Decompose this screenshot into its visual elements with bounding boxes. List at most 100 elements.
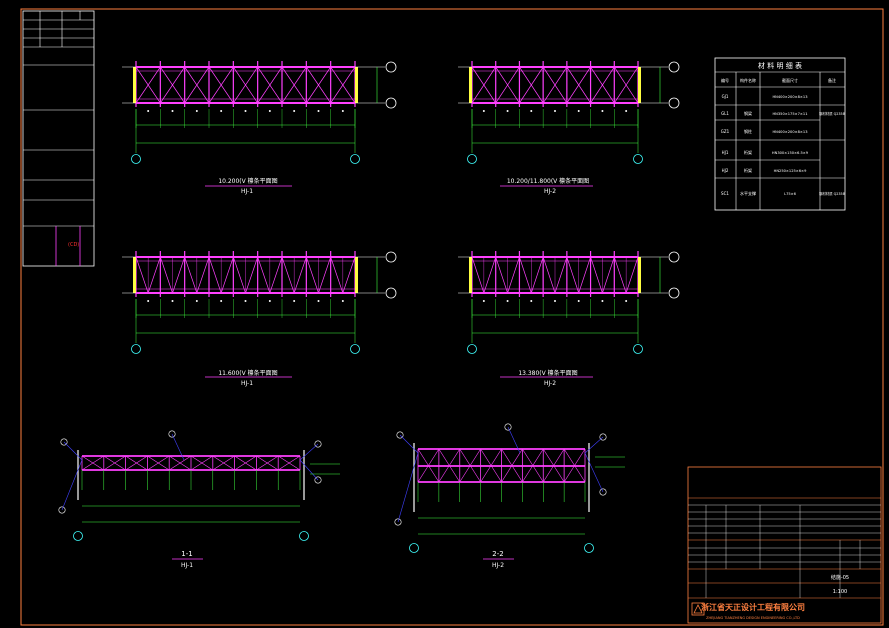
diagonal-brace — [438, 448, 461, 483]
leader-line — [61, 459, 83, 511]
drawing-number: 结施-05 — [831, 574, 849, 581]
diagonal-brace — [480, 448, 502, 483]
node-mark — [554, 300, 556, 302]
diagonal-brace — [459, 448, 481, 483]
left-block-highlight-label: (CD) — [68, 242, 79, 248]
grid-bubble — [633, 344, 643, 354]
node-mark — [220, 110, 223, 112]
diagonal-brace — [160, 66, 185, 104]
grid-bubble — [409, 543, 419, 553]
leader-line — [507, 426, 521, 454]
diagonal-brace — [602, 256, 615, 294]
plan-1-caption: 10.200(V 檩条平面图 — [218, 177, 277, 185]
leader-line — [63, 441, 83, 461]
grid-bubble — [350, 154, 360, 164]
axis-bubble — [668, 251, 680, 263]
node-mark — [625, 110, 628, 112]
section-2-sub: HJ-2 — [492, 562, 504, 569]
mt-row-code: GJ1 — [722, 94, 729, 99]
diagonal-brace — [160, 256, 173, 294]
callout-bubble — [599, 433, 607, 441]
diagonal-brace — [625, 256, 639, 294]
diagonal-brace — [293, 256, 307, 294]
diagonal-brace — [196, 256, 210, 294]
callout-bubble — [314, 476, 322, 484]
mt-row-code: HJ2 — [722, 168, 729, 173]
sheet-border — [20, 8, 884, 626]
col-header-note: 备注 — [828, 77, 836, 83]
diagonal-brace — [417, 448, 440, 483]
mt-row-code: GZ1 — [721, 129, 730, 134]
section-2-2 — [394, 423, 625, 553]
node-mark — [554, 110, 556, 112]
end-column — [133, 67, 136, 103]
callout-bubble — [394, 518, 402, 526]
plan-captions: 10.200(V 檩条平面图 HJ-1 10.200/11.800(V 檩条平面… — [172, 177, 593, 569]
diagonal-brace — [233, 256, 246, 294]
leader-line — [397, 452, 419, 523]
end-column — [638, 257, 641, 293]
grid-bubble — [467, 344, 477, 354]
mt-row-size: HN250×125×6×9 — [774, 169, 807, 173]
node-mark — [147, 300, 150, 302]
diagonal-brace — [184, 256, 198, 294]
end-column — [469, 67, 472, 103]
diagonal-brace — [501, 448, 523, 483]
node-mark — [482, 110, 485, 112]
callout-bubble — [168, 430, 176, 438]
node-mark — [506, 110, 509, 112]
diagonal-brace — [566, 66, 591, 104]
axis-bubble — [385, 287, 397, 299]
node-mark — [317, 300, 320, 302]
diagonal-brace — [306, 256, 319, 294]
mt-row-code: SC1 — [721, 191, 729, 196]
leader-line — [299, 443, 319, 461]
truss-plan-p1 — [122, 61, 397, 164]
diagonal-brace — [613, 66, 639, 104]
mt-row-code: HJ1 — [722, 150, 729, 155]
mt-row-note: 钢材材质 Q235B — [819, 111, 846, 116]
diagonal-brace — [590, 66, 615, 104]
truss-sections — [58, 423, 625, 553]
plan-1-sub: HJ-1 — [241, 188, 253, 195]
diagonal-brace — [566, 256, 580, 294]
diagonal-brace — [212, 455, 235, 471]
section-1-caption: 1-1 — [181, 550, 192, 558]
node-mark — [195, 300, 198, 302]
node-mark — [341, 300, 344, 302]
node-mark — [147, 110, 150, 112]
truss-plan-p3 — [122, 251, 397, 354]
left-title-block: (CD) — [22, 10, 95, 267]
diagonal-brace — [495, 256, 508, 294]
section-2-caption: 2-2 — [492, 550, 503, 558]
diagonal-brace — [519, 256, 532, 294]
diagonal-brace — [135, 256, 149, 294]
diagonal-brace — [542, 448, 565, 483]
mt-row-size: HN400×200×8×13 — [772, 130, 807, 134]
mt-row-size: L75×6 — [784, 192, 797, 196]
plan-4-sub: HJ-2 — [544, 380, 556, 387]
diagonal-brace — [147, 455, 170, 471]
node-mark — [293, 110, 296, 112]
diagonal-brace — [135, 66, 161, 104]
callout-bubble — [60, 438, 68, 446]
diagonal-brace — [256, 455, 279, 471]
axis-bubble — [668, 97, 680, 109]
end-column — [355, 67, 358, 103]
diagonal-brace — [318, 256, 331, 294]
diagonal-brace — [613, 256, 627, 294]
mt-row-size: HN350×175×7×11 — [772, 112, 807, 116]
grid-bubble — [299, 531, 309, 541]
callout-bubble — [58, 506, 66, 514]
section-1-sub: HJ-1 — [181, 562, 193, 569]
end-column — [355, 257, 358, 293]
node-mark — [530, 300, 533, 302]
plan-2-caption: 10.200/11.800(V 檩条平面图 — [507, 177, 589, 185]
section-1-1 — [58, 430, 340, 541]
plan-3-caption: 11.600(V 檩条平面图 — [218, 369, 277, 377]
node-mark — [171, 300, 174, 302]
node-mark — [268, 300, 271, 302]
node-mark — [293, 300, 296, 302]
diagonal-brace — [184, 66, 210, 104]
diagonal-brace — [554, 256, 568, 294]
